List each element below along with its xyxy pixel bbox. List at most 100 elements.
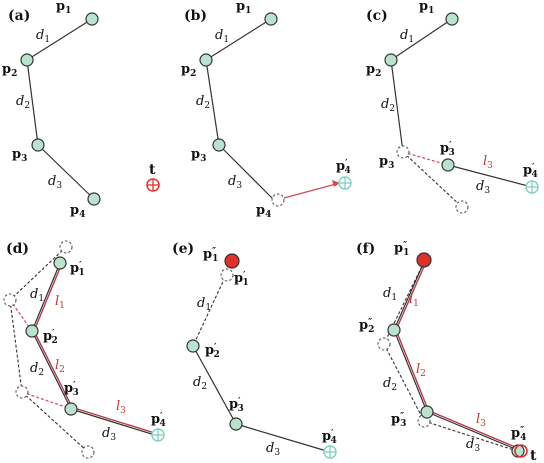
joint-p3	[396, 145, 410, 159]
label-p2: p2	[366, 62, 381, 79]
segment-l1	[395, 261, 427, 331]
joint-p3	[212, 138, 226, 152]
label-p3-double-prime: p″3	[391, 412, 406, 429]
joint-p2	[20, 53, 34, 67]
panel-f: (f) p″1 p″2 p″3 p″4 t d1 d2 d3 l1 l2 l3	[356, 241, 537, 463]
joint-p3	[31, 138, 45, 152]
label-p4-prime: p′4	[523, 163, 538, 180]
label-l3: l3	[483, 154, 493, 171]
label-target: t	[530, 448, 537, 463]
segment-l3	[426, 409, 521, 450]
goal-p4-icon	[151, 428, 165, 442]
segment-old-3	[21, 391, 89, 453]
label-p2-prime: p′2	[43, 329, 58, 346]
panel-a: (a) p1 p2 p3 p4 d1 d2 d3 t	[2, 0, 160, 220]
segment-old-3	[423, 420, 518, 452]
label-l3: l3	[476, 412, 486, 429]
segment-d2	[192, 345, 237, 425]
segment-d3	[70, 408, 159, 437]
label-p3-prime: p′3	[229, 397, 244, 414]
direction-line	[402, 151, 449, 166]
joint-p1-old	[59, 240, 73, 254]
label-p2-double-prime: p″2	[359, 318, 374, 335]
joint-p3-old	[15, 385, 29, 399]
label-d3: d3	[466, 437, 480, 454]
label-p3-prime: p′3	[64, 381, 79, 398]
segment-l3	[70, 406, 159, 435]
panel-e-label: (e)	[172, 241, 194, 257]
joint-p4	[87, 192, 101, 206]
panel-f-label: (f)	[356, 241, 375, 257]
label-p4: p4	[256, 203, 271, 220]
segment-old-2	[9, 299, 23, 393]
panel-a-label: (a)	[8, 8, 30, 24]
label-d3: d3	[228, 174, 242, 191]
joint-p4-old	[271, 193, 285, 207]
panel-b-label: (b)	[184, 8, 207, 24]
label-p1: p1	[419, 0, 434, 16]
segment-d3-old	[402, 151, 463, 208]
panel-c-label: (c)	[366, 8, 388, 24]
label-d2: d2	[30, 361, 44, 378]
panel-e: (e) p″1 p′1 p′2 p′3 p′4 d1 d2 d3	[172, 241, 337, 459]
label-p1-double-prime: p″1	[203, 247, 218, 264]
segment-l2	[395, 329, 430, 413]
joint-p1	[445, 12, 459, 26]
direction-line-3	[21, 391, 72, 410]
label-p3: p3	[12, 147, 27, 164]
label-l3: l3	[116, 399, 126, 416]
label-d1: d1	[383, 286, 397, 303]
goal-p4-icon	[525, 180, 539, 194]
joint-p2	[199, 53, 213, 67]
joint-p2-prime	[25, 324, 39, 338]
label-p1-prime: p′1	[70, 261, 85, 278]
goal-p4-icon	[338, 176, 352, 190]
label-d1: d1	[400, 28, 414, 45]
label-l2: l2	[55, 358, 65, 375]
label-p2: p2	[2, 62, 17, 79]
label-d2: d2	[193, 375, 207, 392]
label-p4-prime: p′4	[151, 412, 166, 429]
segment-d3	[235, 423, 331, 453]
joint-p2-double-prime	[387, 323, 401, 337]
label-p1: p1	[56, 0, 71, 16]
segment-d1	[192, 272, 228, 347]
joint-p2-old	[3, 293, 17, 307]
joint-p4-double-prime	[511, 444, 525, 458]
segment-d1	[390, 18, 453, 61]
label-l1: l1	[55, 294, 65, 311]
joint-p1-double-prime	[416, 252, 432, 268]
label-p3-prime: p′3	[440, 141, 455, 158]
panel-d: (d) p′1 p′2 p′3 p′4 d1 d2 d3 l1 l	[3, 240, 166, 459]
segment-d2	[205, 59, 220, 146]
label-d1: d1	[197, 296, 211, 313]
segment-l2	[33, 330, 74, 410]
joint-p1-double-prime	[224, 253, 240, 269]
label-p3: p3	[191, 147, 206, 164]
joint-p3-prime	[229, 417, 243, 431]
arrow-head-icon	[332, 180, 340, 187]
label-p1: p1	[236, 0, 251, 16]
move-arrow	[283, 183, 337, 199]
panel-b: (b) p1 p2 p3 p4 p′4 d1 d2 d3	[181, 0, 352, 220]
joint-p1-prime	[220, 268, 234, 282]
segment-l1	[33, 262, 63, 332]
label-p2: p2	[181, 62, 196, 79]
joint-p2	[384, 53, 398, 67]
label-d3: d3	[266, 441, 280, 458]
label-p4-prime: p′4	[322, 429, 337, 446]
label-p4-prime: p′4	[336, 159, 351, 176]
label-d2: d2	[383, 376, 397, 393]
segment-d3	[426, 411, 521, 452]
label-p1-prime: p′1	[234, 271, 249, 288]
panel-c: (c) p1 p2 p3 p′3 p′4 d1 d2 d3 l3	[366, 0, 539, 214]
label-d2: d2	[196, 94, 210, 111]
label-d2: d2	[381, 97, 395, 114]
joint-p2-prime	[186, 339, 200, 353]
label-p4: p4	[70, 203, 85, 220]
label-d1: d1	[215, 28, 229, 45]
joint-p1	[85, 12, 99, 26]
joint-p1	[264, 12, 278, 26]
segment-d1	[26, 18, 93, 61]
